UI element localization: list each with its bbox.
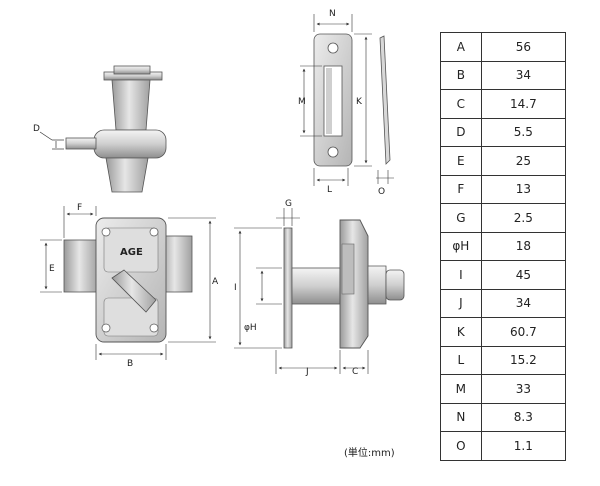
spec-key: O <box>440 431 482 461</box>
spec-value: 56 <box>480 32 567 62</box>
spec-value: 5.5 <box>480 117 567 147</box>
spec-value: 1.1 <box>480 431 567 461</box>
spec-key: N <box>440 402 482 432</box>
spec-key: F <box>440 174 482 204</box>
spec-value: 34 <box>480 60 567 90</box>
label-H: φH <box>244 323 257 333</box>
spec-key: L <box>440 345 482 375</box>
label-L: L <box>327 185 332 195</box>
spec-value: 45 <box>480 260 567 290</box>
spec-key: C <box>440 89 482 119</box>
label-N: N <box>329 9 336 19</box>
spec-value: 18 <box>480 231 567 261</box>
spec-key: D <box>440 117 482 147</box>
label-O: O <box>378 187 385 197</box>
brand-logo: AGE <box>120 247 143 258</box>
label-E: E <box>49 264 55 274</box>
label-D: D <box>33 124 40 134</box>
spec-value: 25 <box>480 146 567 176</box>
label-M: M <box>298 97 306 107</box>
latch-section-view: G I φH J C <box>234 199 405 377</box>
label-A: A <box>212 277 219 287</box>
label-K: K <box>356 97 363 107</box>
spec-key: φH <box>440 231 482 261</box>
strike-plate-front-view: N M K L <box>298 9 372 195</box>
label-C: C <box>352 367 358 377</box>
spec-value: 15.2 <box>480 345 567 375</box>
spec-value: 60.7 <box>480 317 567 347</box>
spec-key: E <box>440 146 482 176</box>
spec-key: B <box>440 60 482 90</box>
spec-key: J <box>440 288 482 318</box>
spec-key: K <box>440 317 482 347</box>
latch-front-view: AGE F E A B <box>40 203 219 369</box>
strike-plate-edge-view: O <box>376 35 394 197</box>
spec-value: 2.5 <box>480 203 567 233</box>
label-J: J <box>305 367 309 377</box>
label-B: B <box>127 359 133 369</box>
spec-key: G <box>440 203 482 233</box>
spec-value: 34 <box>480 288 567 318</box>
spec-key: I <box>440 260 482 290</box>
spec-key: A <box>440 32 482 62</box>
label-G: G <box>285 199 292 209</box>
spec-value: 8.3 <box>480 402 567 432</box>
spec-value: 14.7 <box>480 89 567 119</box>
label-F: F <box>77 203 82 213</box>
latch-side-view: D <box>33 65 167 193</box>
spec-value: 13 <box>480 174 567 204</box>
spec-key: M <box>440 374 482 404</box>
spec-value: 33 <box>480 374 567 404</box>
unit-note: (単位:mm) <box>344 448 395 459</box>
label-I: I <box>234 283 237 293</box>
